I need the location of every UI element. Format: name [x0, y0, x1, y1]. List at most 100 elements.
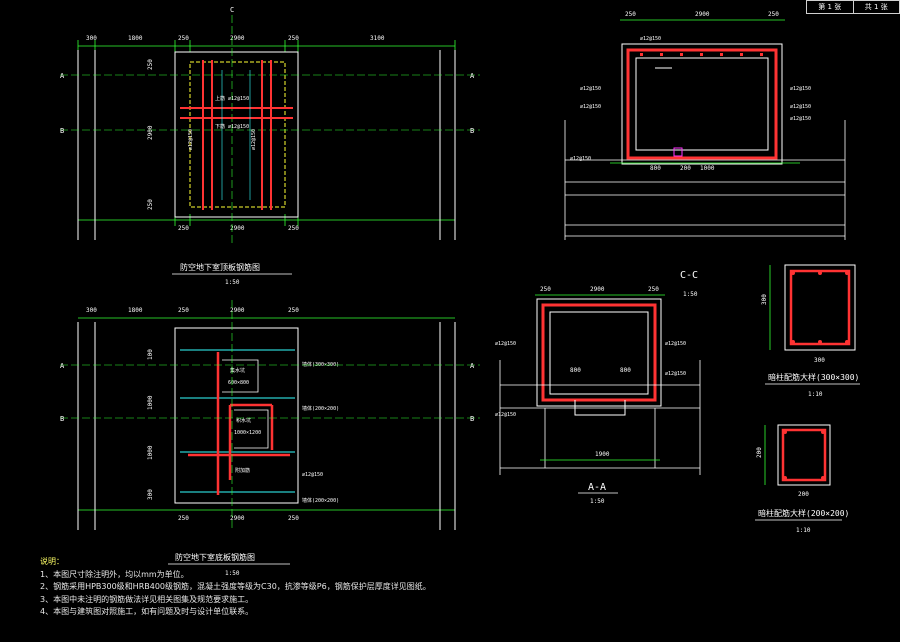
axis-label: C — [230, 6, 234, 14]
dim-text: 300 — [86, 307, 97, 314]
dim-text: 250 — [147, 199, 154, 210]
axis-label: B — [470, 127, 474, 135]
dim-text: 300 — [761, 294, 768, 305]
dim-text: 250 — [288, 515, 299, 522]
dim-text: 1800 — [128, 307, 143, 314]
dim-text: 250 — [648, 286, 659, 293]
dim-text: 800 — [650, 165, 661, 172]
scale-text: 1:50 — [683, 291, 698, 298]
rebar-label: ⌀12@150 — [665, 371, 686, 377]
dim-text: 300 — [147, 489, 154, 500]
axis-label: A — [60, 362, 65, 370]
rebar-label: ⌀12@150 — [790, 116, 811, 122]
dim-text: 2900 — [230, 35, 245, 42]
dim-text: 200 — [680, 165, 691, 172]
dim-text: 800 — [570, 367, 581, 374]
drawing-title: 防空地下室底板钢筋图 — [175, 552, 255, 562]
section-aa: 250 2900 250 800 800 1900 ⌀12@15 — [495, 270, 701, 505]
section-cc: 250 2900 250 8 — [564, 11, 846, 240]
rebar-label: ⌀12@150 — [665, 341, 686, 347]
dim-text: 250 — [178, 35, 189, 42]
dim-text: 250 — [288, 35, 299, 42]
dim-text: 300 — [814, 357, 825, 364]
rebar-label: ⌀12@150 — [251, 129, 257, 150]
pit-label: 1000×1200 — [234, 430, 261, 436]
rebar-label: 下筋 ⌀12@150 — [215, 123, 249, 130]
dim-text: 250 — [288, 225, 299, 232]
axis-label: A — [470, 72, 475, 80]
note-item: 1、本图尺寸除注明外，均以mm为单位。 — [40, 569, 189, 579]
rebar-label: ⌀12@150 — [790, 86, 811, 92]
dim-text: 300 — [86, 35, 97, 42]
axis-label: B — [470, 415, 474, 423]
plan-bottom: 300 1800 250 2900 250 250 2900 250 100 1… — [60, 300, 480, 577]
dim-text: 1900 — [595, 451, 610, 458]
dim-text: 2900 — [230, 225, 245, 232]
section-title: C-C — [680, 270, 698, 281]
detail-title: 暗柱配筋大样(200×200) — [758, 508, 849, 518]
dim-text: 200 — [798, 491, 809, 498]
note-item: 2、钢筋采用HPB300级和HRB400级钢筋，混凝土强度等级为C30，抗渗等级… — [40, 582, 431, 591]
dim-text: 2900 — [695, 11, 710, 18]
wall-label: 墙体(300×300) — [302, 361, 339, 368]
dim-text: 1000 — [147, 395, 154, 410]
dim-text: 250 — [288, 307, 299, 314]
dim-text: 2900 — [147, 125, 154, 140]
axis-label: B — [60, 415, 64, 423]
dim-text: 1000 — [147, 445, 154, 460]
rebar-label: 附加筋 — [235, 467, 250, 474]
note-item: 4、本图与建筑图对照施工，如有问题及时与设计单位联系。 — [40, 607, 254, 616]
dim-text: 250 — [625, 11, 636, 18]
dim-text: 250 — [178, 515, 189, 522]
scale-text: 1:10 — [796, 527, 811, 534]
sheet-total: 共 1 张 — [864, 3, 888, 11]
scale-text: 1:50 — [590, 498, 605, 505]
pit-label: 600×800 — [228, 380, 249, 386]
note-item: 3、本图中未注明的钢筋做法详见相关图集及规范要求施工。 — [40, 594, 254, 604]
drawing-title: 防空地下室顶板钢筋图 — [180, 262, 260, 272]
axis-label: B — [60, 127, 64, 135]
wall-label: 墙体(200×200) — [302, 497, 339, 504]
rebar-label: ⌀12@150 — [495, 412, 516, 418]
sheet-number: 第 1 张 — [807, 1, 854, 13]
wall-label: 墙体(200×200) — [302, 405, 339, 412]
rebar-label: ⌀12@150 — [570, 156, 591, 162]
dim-text: 2900 — [590, 286, 605, 293]
scale-text: 1:50 — [225, 279, 240, 286]
dim-text: 250 — [540, 286, 551, 293]
plan-top: 300 1800 250 2900 250 3100 250 2900 250 … — [60, 6, 480, 286]
dim-text: 250 — [768, 11, 779, 18]
rebar-label: ⌀12@150 — [495, 341, 516, 347]
rebar-label: ⌀12@150 — [790, 104, 811, 110]
general-notes: 说明： 1、本图尺寸除注明外，均以mm为单位。 2、钢筋采用HPB300级和HR… — [40, 556, 600, 619]
pit-label: 积水坑 — [236, 417, 251, 424]
rebar-label: ⌀12@150 — [580, 86, 601, 92]
dim-text: 800 — [620, 367, 631, 374]
rebar-label: 上筋 ⌀12@150 — [215, 95, 249, 102]
dim-text: 100 — [147, 349, 154, 360]
dim-text: 250 — [178, 307, 189, 314]
detail-column-200: 200 200 暗柱配筋大样(200×200) 1:10 — [755, 424, 849, 534]
rebar-label: ⌀12@150 — [640, 36, 661, 42]
dim-text: 1800 — [128, 35, 143, 42]
dim-text: 250 — [178, 225, 189, 232]
axis-label: A — [60, 72, 65, 80]
scale-text: 1:50 — [225, 570, 240, 577]
notes-heading: 说明： — [40, 557, 64, 566]
pit-label: 集水坑 — [230, 367, 245, 374]
rebar-label: ⌀12@150 — [580, 104, 601, 110]
detail-column-300: 300 300 暗柱配筋大样(300×300) 1:10 — [761, 264, 860, 398]
dim-text: 2900 — [230, 307, 245, 314]
section-title: A-A — [588, 482, 606, 493]
dim-text: 250 — [147, 59, 154, 70]
dim-text: 200 — [756, 447, 763, 458]
dim-text: 1000 — [700, 165, 715, 172]
rebar-label: ⌀12@150 — [188, 129, 194, 150]
scale-text: 1:10 — [808, 391, 823, 398]
rebar-label: ⌀12@150 — [302, 472, 323, 478]
axis-label: A — [470, 362, 475, 370]
detail-title: 暗柱配筋大样(300×300) — [768, 372, 859, 382]
dim-text: 2900 — [230, 515, 245, 522]
dim-text: 3100 — [370, 35, 385, 42]
